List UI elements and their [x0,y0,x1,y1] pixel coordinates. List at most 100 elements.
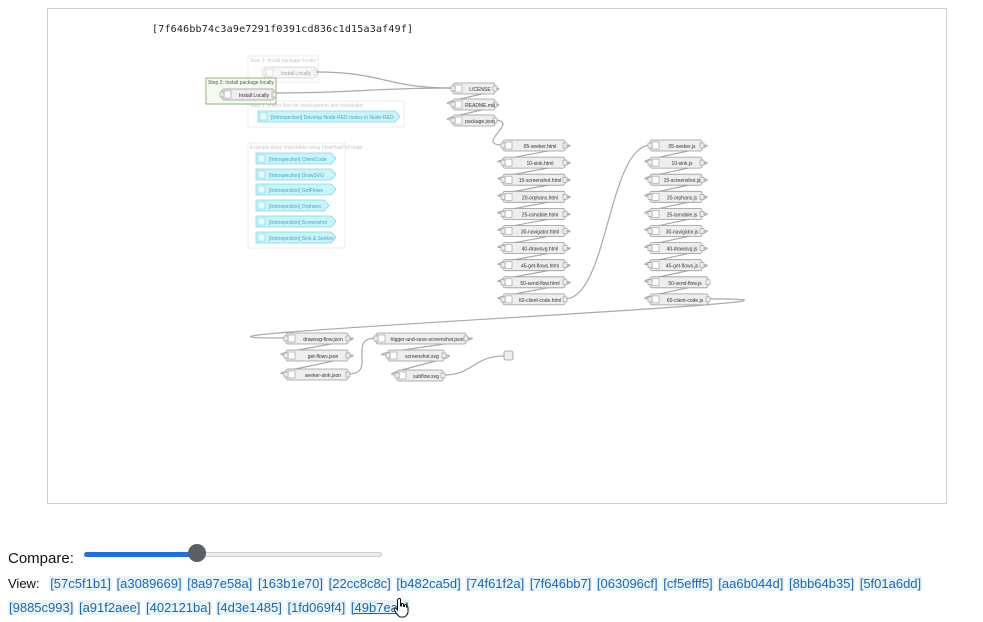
file-node[interactable]: 40-drawsvg.html [500,242,568,255]
file-node[interactable]: trigger-and-save-screenshot.json [373,332,469,345]
file-node[interactable]: screenshot.svg [385,349,447,362]
view-link[interactable]: [74f61f2a] [465,576,526,591]
input-port[interactable] [500,228,506,234]
view-link[interactable]: [a3089669] [115,576,183,591]
output-port[interactable] [699,159,705,166]
file-node[interactable]: 25-ismobile.html [500,207,568,220]
output-port[interactable] [345,352,351,359]
input-port[interactable] [394,372,400,379]
node-body[interactable] [255,231,337,244]
input-port[interactable] [500,245,506,251]
output-port[interactable] [699,262,705,268]
output-port[interactable] [705,296,711,303]
file-node[interactable]: package.json [450,114,498,127]
output-port[interactable] [492,101,498,108]
view-link[interactable]: [22cc8c8c] [327,576,392,591]
file-node[interactable]: LICENSE [450,82,498,95]
file-node[interactable]: 50-send-flow.html [500,276,568,289]
output-port[interactable] [562,211,568,217]
output-port[interactable] [562,194,568,200]
input-port[interactable] [450,85,456,92]
output-port[interactable] [441,352,447,359]
node-body[interactable] [257,110,401,123]
output-port[interactable] [345,335,351,342]
file-node[interactable]: 10-sink.html [500,156,568,169]
file-node[interactable]: 50-send-flow.js [647,276,711,289]
input-port[interactable] [647,228,653,234]
node-body[interactable] [255,215,337,228]
input-port[interactable] [647,279,653,286]
output-port[interactable] [440,372,446,379]
input-port[interactable] [647,159,653,166]
input-port[interactable] [500,279,506,286]
view-link[interactable]: [b482ca5d] [395,576,462,591]
node-body[interactable] [255,168,337,181]
view-link[interactable]: [aa6b044d] [717,576,785,591]
output-port[interactable] [705,279,711,286]
output-port[interactable] [492,85,498,92]
node-body[interactable] [503,350,514,361]
file-node[interactable]: 45-get-flows.js [647,259,705,272]
view-link[interactable]: [402121ba] [145,600,213,615]
output-port[interactable] [699,245,705,251]
file-node[interactable]: 10-sink.js [647,156,705,169]
input-port[interactable] [647,262,653,268]
view-link[interactable]: [cf5efff5] [662,576,714,591]
file-node[interactable]: README.md [450,98,498,111]
input-port[interactable] [647,142,653,149]
file-node[interactable]: Install Locally [219,88,277,101]
input-port[interactable] [385,352,391,359]
file-node[interactable]: get-flows.json [283,349,351,362]
node-body[interactable] [255,183,337,196]
output-port[interactable] [562,142,568,149]
flow-node[interactable]: [Introspection] GetFlows [255,183,337,196]
file-node[interactable]: 20-orphans.js [647,190,705,203]
input-port[interactable] [500,159,506,166]
file-node[interactable]: 15-screenshot.html [500,173,568,186]
file-node[interactable]: 25-ismobile.js [647,207,705,220]
input-port[interactable] [500,142,506,149]
input-port[interactable] [283,371,289,378]
input-port[interactable] [500,194,506,200]
file-node[interactable]: 30-navigator.js [647,225,705,237]
output-port[interactable] [463,335,469,342]
file-node[interactable]: 60-client-code.html [500,293,568,306]
flow-node[interactable]: [Introspection] ClientCode [255,152,337,165]
end-node[interactable] [503,350,514,361]
input-port[interactable] [500,262,506,268]
node-body[interactable] [255,152,337,165]
output-port[interactable] [492,117,498,124]
file-node[interactable]: 40-drawsvg.js [647,242,705,255]
output-port[interactable] [699,142,705,149]
view-link[interactable]: [5f01a6dd] [858,576,923,591]
file-node[interactable]: 05-seeker.js [647,139,705,152]
file-node[interactable]: 05-seeker.html [500,139,568,152]
input-port[interactable] [647,296,653,303]
flow-node[interactable]: [Introspection] Orphans [255,199,330,212]
input-port[interactable] [283,335,289,342]
file-node[interactable]: Install Locally [261,66,319,79]
flow-node[interactable]: [Introspection] Develop Node-RED nodes i… [257,110,401,123]
flow-node[interactable]: [Introspection] DrawSVG [255,168,337,181]
view-link[interactable]: [063096cf] [595,576,659,591]
input-port[interactable] [647,176,653,183]
output-port[interactable] [562,245,568,251]
view-link[interactable]: [4d3e1485] [215,600,283,615]
output-port[interactable] [699,211,705,217]
view-link[interactable]: [8a97e58a] [186,576,254,591]
input-port[interactable] [261,69,267,76]
output-port[interactable] [699,176,705,183]
flow-canvas[interactable]: [7f646bb74c3a9e7291f0391cd836c1d15a3af49… [47,8,947,504]
view-link[interactable]: [a91f2aee] [77,600,142,615]
input-port[interactable] [450,101,456,108]
view-link[interactable]: [57c5f1b1] [49,576,112,591]
flow-node[interactable]: [Introspection] Sink & Seeker [255,231,337,244]
file-node[interactable]: 20-orphans.html [500,190,568,203]
output-port[interactable] [699,228,705,234]
input-port[interactable] [647,194,653,200]
output-port[interactable] [562,228,568,234]
view-link[interactable]: [7f646bb7] [528,576,593,591]
input-port[interactable] [500,176,506,183]
input-port[interactable] [373,335,379,342]
